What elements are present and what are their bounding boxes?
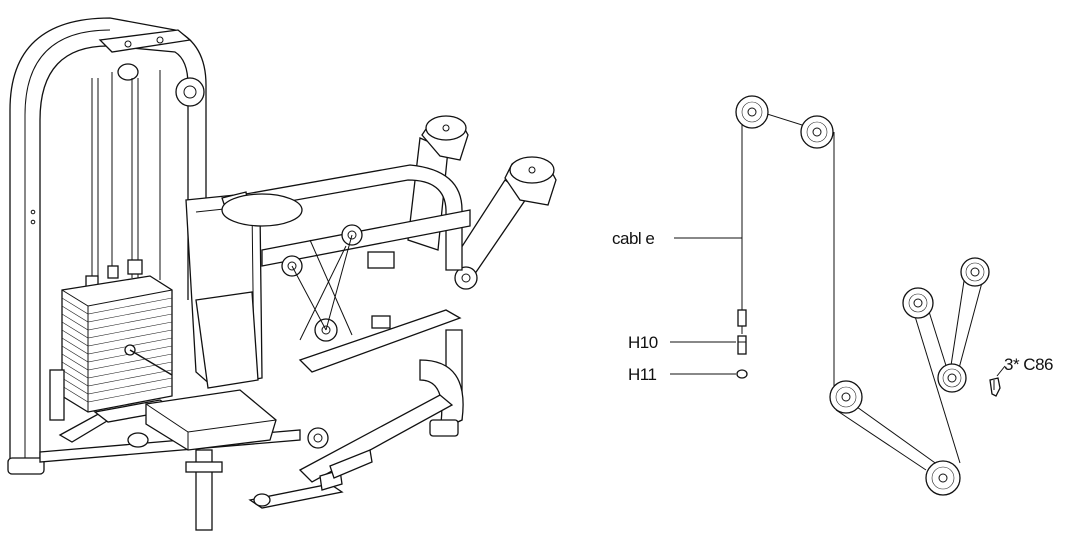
pulley-top-left — [735, 95, 769, 129]
foot-bar — [248, 449, 373, 509]
part-h11 — [736, 369, 748, 379]
weight-stack — [61, 275, 173, 413]
cable-path — [741, 107, 985, 471]
pulley-right-upper-left — [902, 287, 934, 319]
pulley-middle-left — [829, 380, 863, 414]
arm-pulleys — [281, 224, 395, 449]
seat-back — [185, 191, 303, 389]
machine-illustration — [7, 17, 557, 531]
pulley-right-upper — [960, 257, 990, 287]
guide-rods — [85, 70, 161, 289]
pulley-top-right — [800, 115, 834, 149]
pulley-right-lower — [937, 363, 967, 393]
main-frame — [239, 164, 471, 483]
pulley-bottom — [925, 460, 961, 496]
leader-lines — [670, 237, 1006, 377]
cable-diagram: cabl e H10 H11 3* C86 — [612, 95, 1054, 496]
part-c86-clip — [989, 377, 1001, 397]
part-h10 — [737, 335, 747, 355]
label-c86: 3* C86 — [1004, 355, 1053, 374]
label-h11: H11 — [628, 365, 656, 384]
cable-end-fitting — [737, 309, 747, 334]
label-h10: H10 — [628, 333, 658, 352]
pull-arms — [407, 115, 557, 290]
label-cable: cabl e — [612, 229, 654, 248]
seat — [145, 389, 277, 531]
